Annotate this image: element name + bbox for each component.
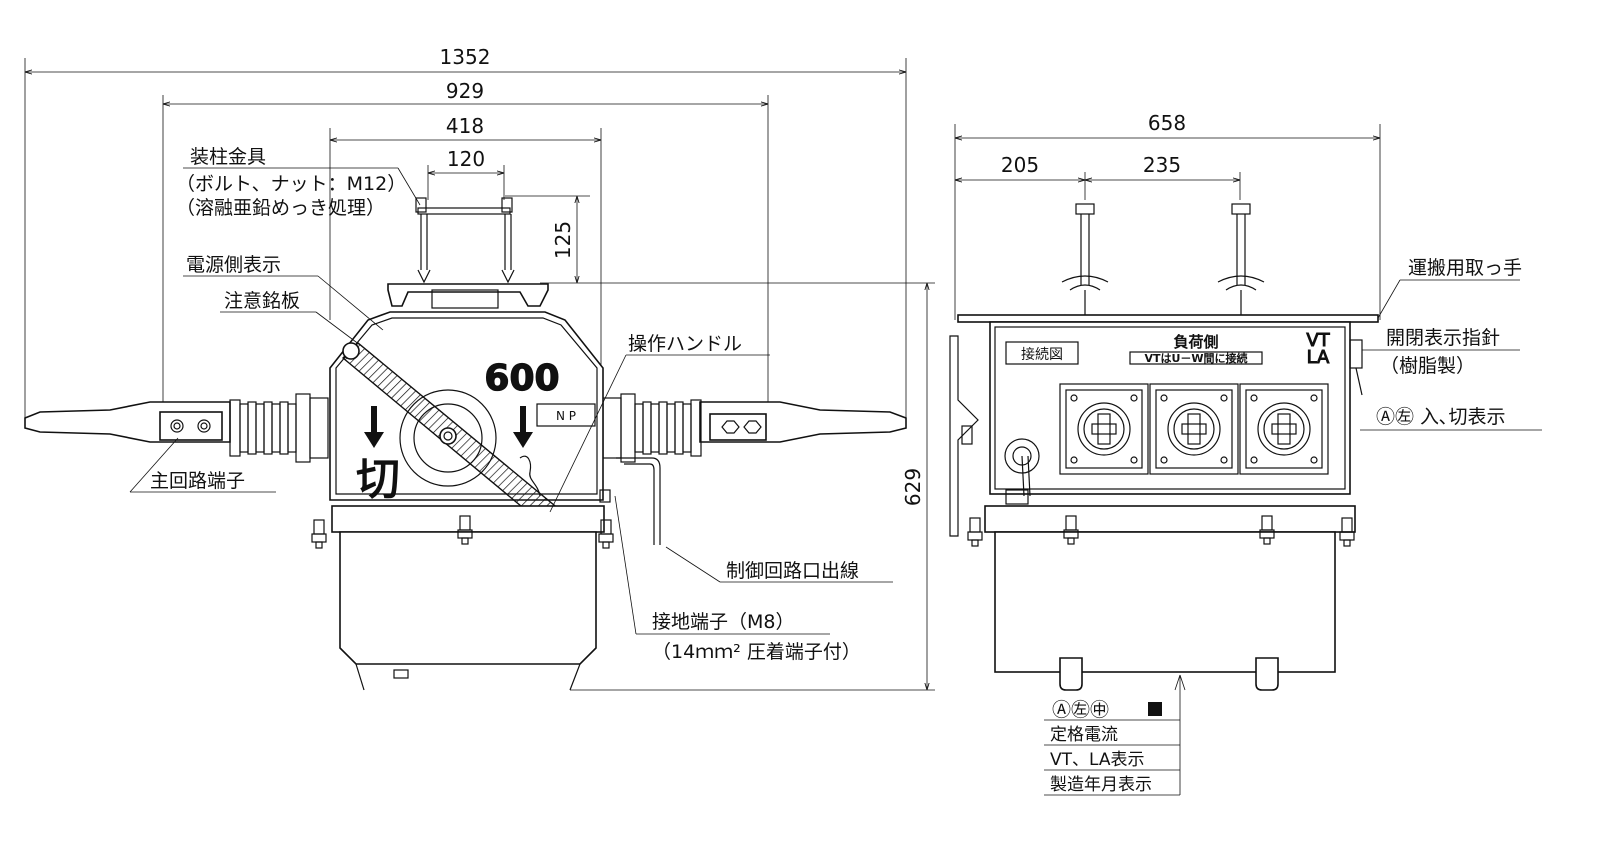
np-plate: N P [556,409,576,423]
label-indicator: 開閉表示指針 [1386,327,1500,349]
off-arrow-right [513,406,533,448]
side-pole-brackets [1061,203,1265,322]
dim-side-left: 205 [1001,153,1039,177]
front-housing: 切 600 N P NP [329,311,604,527]
front-view: 1352 929 418 120 125 629 [24,45,935,691]
side-view: 658 205 235 [949,111,1542,796]
vt-connection-note: VTはU－W間に接続 [1144,351,1247,365]
dim-bushing-span: 929 [446,79,484,103]
dim-body-width: 418 [446,114,484,138]
dim-bracket-spacing: 120 [447,147,485,171]
dim-side-width: 658 [1148,111,1186,135]
label-ground-terminal-note: （14ｍｍ² 圧着端子付） [652,641,861,663]
label-caution-plate: 注意銘板 [224,290,300,312]
rating-mark: 600 [484,358,559,399]
dim-overall-width: 1352 [440,45,491,69]
side-leaders [1174,279,1542,795]
la-mark: LA [1307,347,1330,368]
label-main-terminal: 主回路端子 [150,470,245,492]
nameplate-row-2: VT、LA表示 [1050,750,1145,770]
dim-total-height: 629 [901,468,925,506]
nameplate-symbols: Ⓐ㊧㊥ [1052,699,1109,721]
nameplate-table: Ⓐ㊧㊥ 定格電流 VT、LA表示 製造年月表示 [1044,699,1180,796]
side-dimensions: 658 205 235 [954,111,1381,320]
phase-window-3 [1239,383,1329,475]
dim-side-bracket-spacing: 235 [1143,153,1181,177]
label-pole-bracket-plating: （溶融亜鉛めっき処理） [176,197,385,219]
front-leaders [129,167,893,635]
label-pole-bracket-bolt: （ボルト、ナット：M12） [176,173,406,195]
off-mark: 切 [356,454,400,505]
label-ground-terminal: 接地端子（M8） [652,611,794,633]
label-on-off-display: Ⓐ㊧ 入､切表示 [1376,406,1506,428]
maker-logo-icon [1148,702,1162,716]
label-source-side: 電源側表示 [186,254,281,276]
vt-mark: VT [1306,330,1330,351]
load-side-label: 負荷側 [1173,333,1218,351]
front-base [311,457,661,691]
carry-handle-bar [957,314,1379,323]
label-indicator-note: （樹脂製） [1380,355,1475,377]
right-bushing [602,393,907,463]
wiring-diagram-label: 接続図 [1021,346,1063,363]
left-bushing [24,393,329,463]
phase-window-1 [1059,383,1149,475]
nameplate-row-1: 定格電流 [1050,725,1118,745]
label-control-cable: 制御回路口出線 [726,560,859,582]
dim-bracket-height: 125 [551,221,575,259]
off-arrow-left [364,406,384,448]
side-housing: 接続図 負荷側 VTはU－W間に接続 VT LA [949,321,1363,537]
label-carry-handle: 運搬用取っ手 [1408,257,1522,279]
label-operating-handle: 操作ハンドル [628,333,742,355]
nameplate-row-3: 製造年月表示 [1050,775,1152,795]
pole-bracket-front [387,197,549,309]
label-pole-bracket: 装柱金具 [190,146,266,168]
side-base [967,505,1356,691]
front-dimensions: 1352 929 418 120 125 629 [24,45,935,691]
phase-window-2 [1149,383,1239,475]
